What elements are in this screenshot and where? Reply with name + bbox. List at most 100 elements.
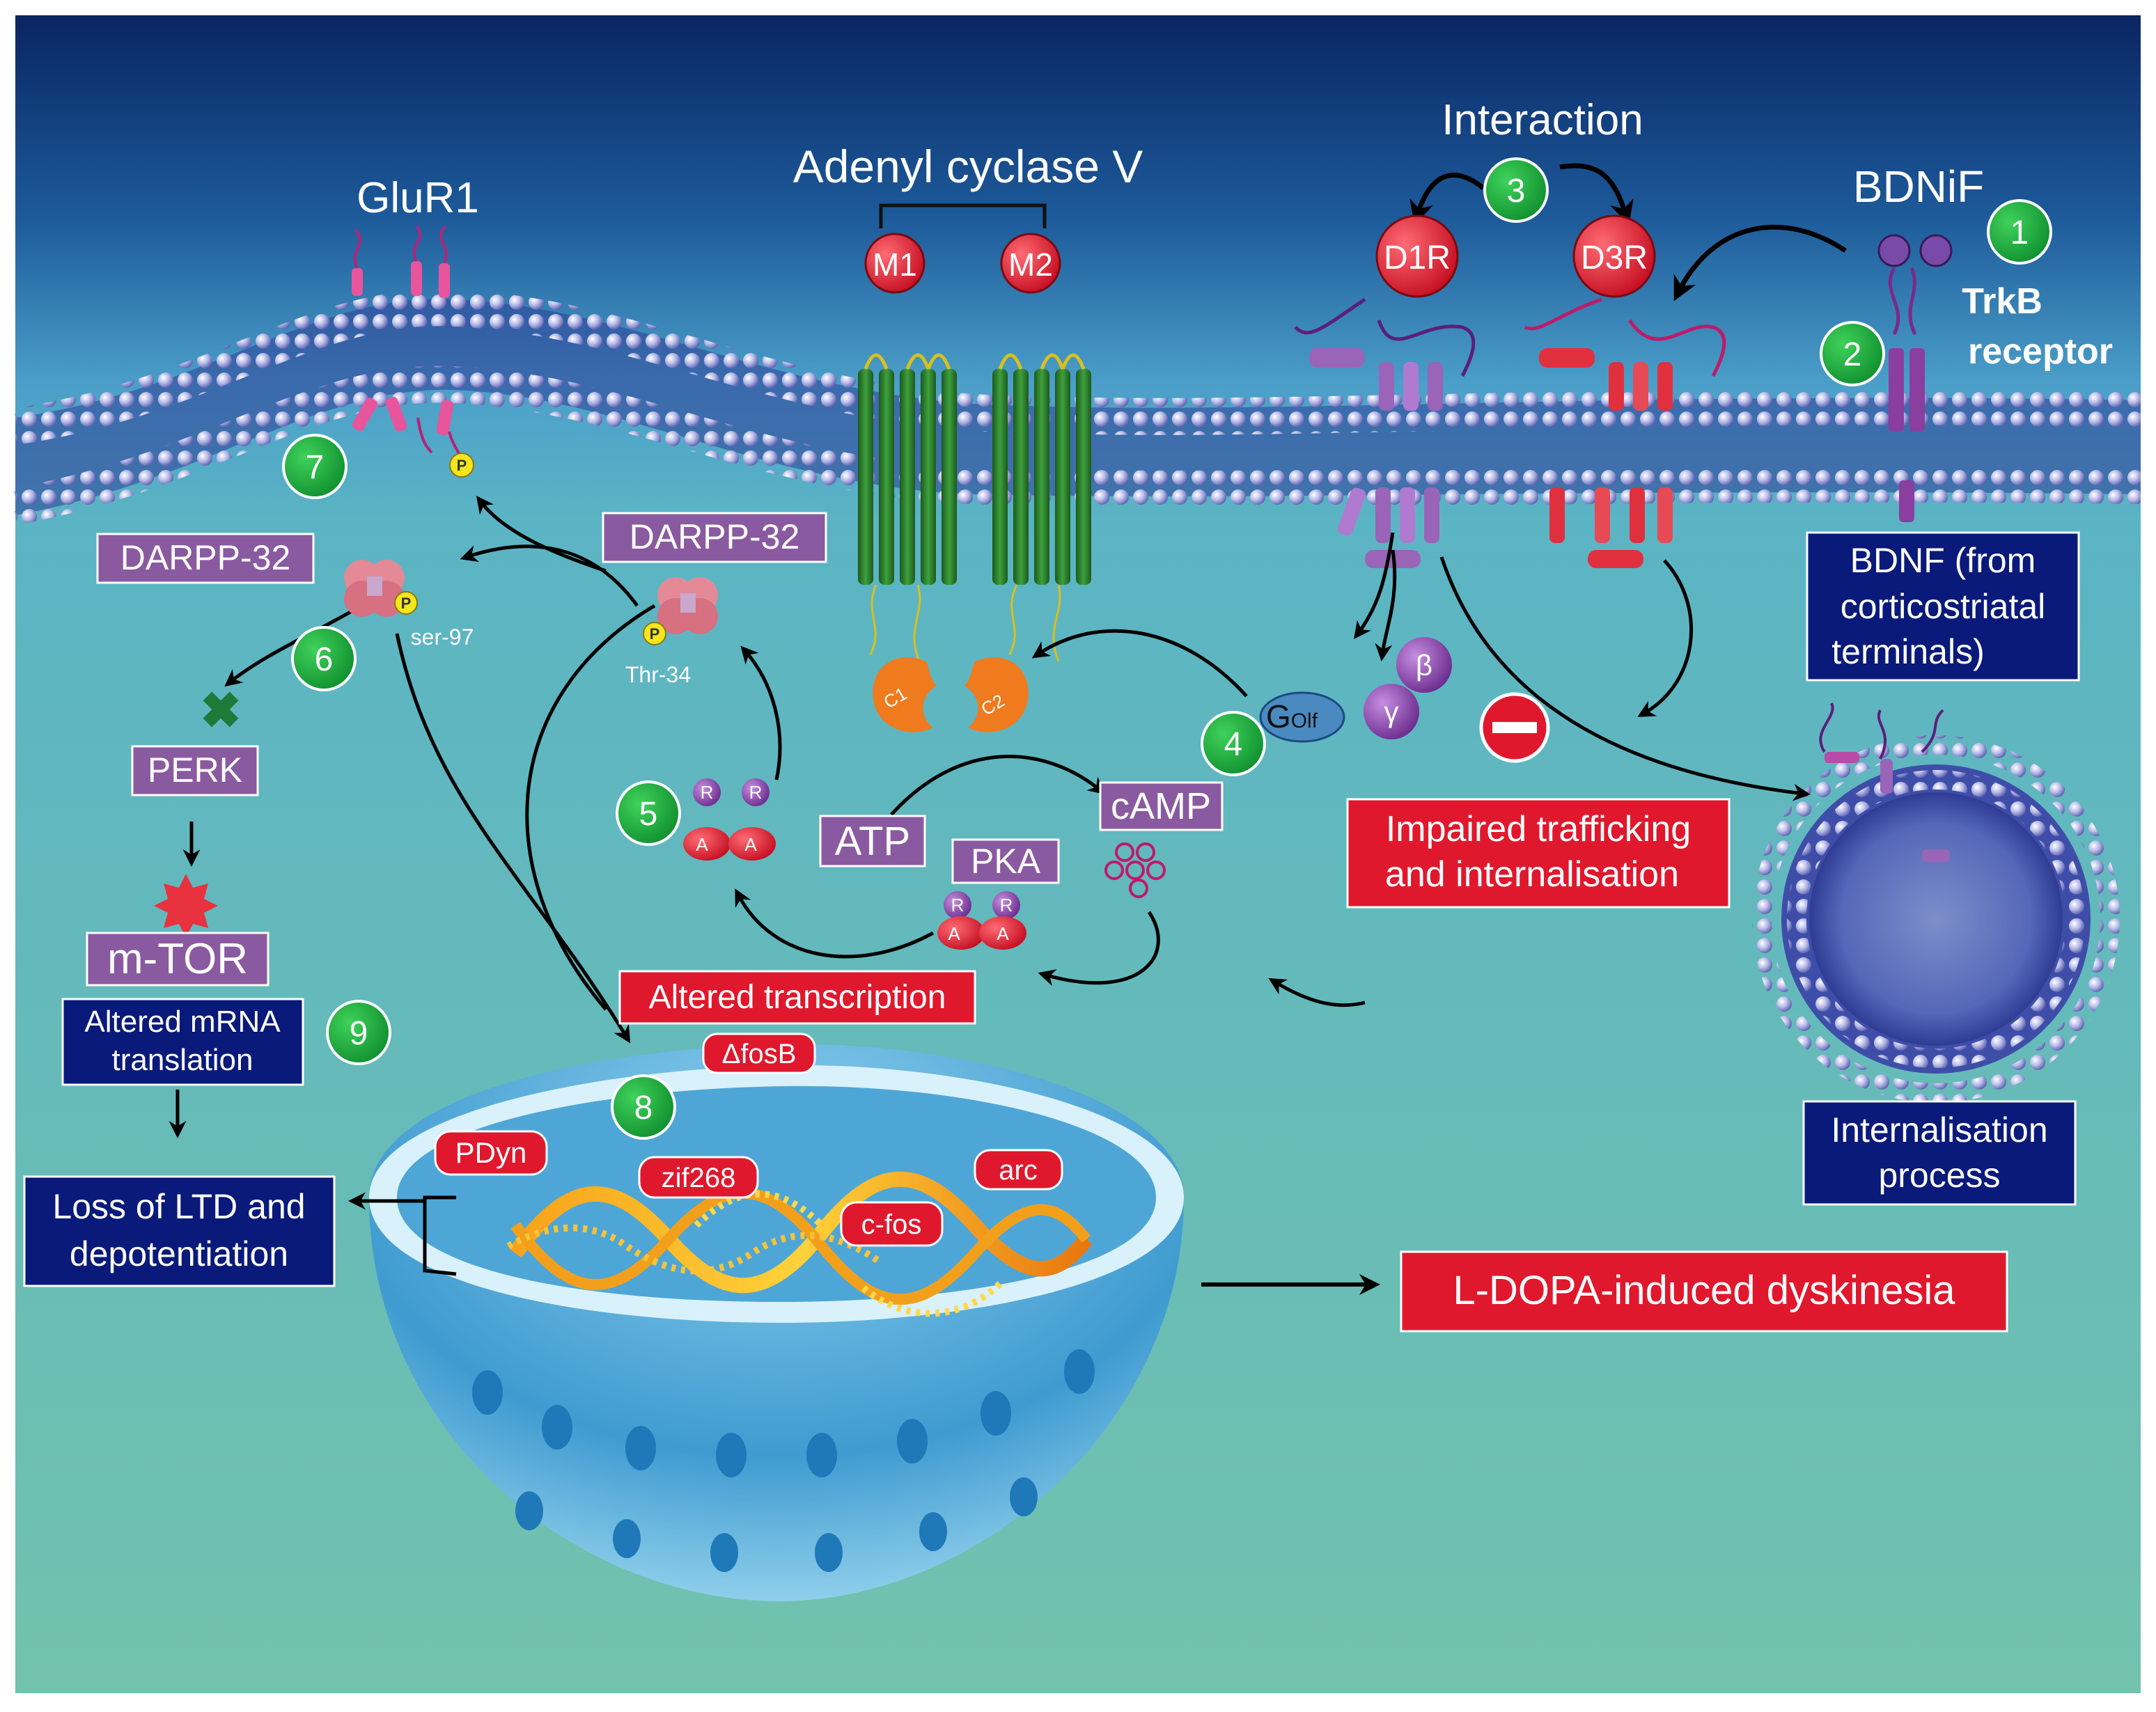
m1-label: M1: [873, 246, 917, 283]
svg-text:PERK: PERK: [148, 751, 242, 790]
svg-text:ΔfosB: ΔfosB: [722, 1039, 797, 1069]
darpp32-complex-left: [344, 560, 405, 617]
darpp32-complex-mid: [657, 577, 718, 634]
svg-text:BDNF (from: BDNF (from: [1850, 541, 2036, 580]
pka-box: PKA: [951, 838, 1060, 884]
bdnif-to-d3r-arrow: [1673, 224, 1847, 301]
pka-active-a1: A: [696, 834, 708, 855]
signal-arrows: [169, 496, 1811, 1295]
step-marker-7: 7: [282, 434, 347, 499]
m2-label: M2: [1008, 246, 1053, 283]
pka-a1: A: [948, 923, 960, 944]
interaction-arrow-right: [1559, 163, 1634, 226]
svg-text:cAMP: cAMP: [1111, 785, 1211, 827]
pka-a2: A: [997, 923, 1009, 944]
svg-text:PKA: PKA: [971, 842, 1041, 881]
svg-text:6: 6: [315, 641, 334, 678]
dna-helix: [506, 1171, 1093, 1317]
zif268-pill: zif268: [638, 1156, 759, 1199]
gamma-subunit: [1364, 684, 1419, 739]
svg-text:4: 4: [1224, 726, 1243, 763]
pka-r1: R: [951, 895, 964, 916]
dfosb-pill: ΔfosB: [702, 1032, 816, 1074]
internalisation-vesicle: [1752, 702, 2120, 1103]
camp-molecules: [1104, 842, 1166, 898]
golf-protein: [1259, 691, 1345, 743]
stop-icon-bar: [1492, 722, 1537, 733]
svg-text:Altered transcription: Altered transcription: [649, 979, 946, 1016]
ser97-label: ser-97: [411, 625, 474, 650]
arc-pill: arc: [974, 1149, 1063, 1191]
d1r-helices: [1294, 297, 1476, 568]
svg-text:translation: translation: [111, 1043, 253, 1077]
golf-label: GOlf: [1266, 698, 1318, 735]
glur1-label: GluR1: [357, 174, 479, 222]
svg-text:3: 3: [1507, 173, 1526, 210]
impaired-trafficking-box: Impaired trafficking and internalisation: [1346, 798, 1731, 909]
svg-text:Loss of LTD and: Loss of LTD and: [52, 1187, 305, 1226]
step-marker-2: 2: [1820, 321, 1885, 386]
m1-node: [864, 233, 925, 294]
d3r-helices: [1524, 297, 1726, 568]
step-marker-4: 4: [1201, 711, 1266, 776]
camp-box: cAMP: [1099, 781, 1224, 831]
svg-text:and internalisation: and internalisation: [1385, 854, 1679, 895]
svg-text:c-fos: c-fos: [861, 1209, 922, 1240]
perk-icon: [203, 691, 239, 728]
trkb-label: TrkB: [1962, 281, 2042, 322]
atp-box: ATP: [819, 815, 926, 867]
svg-text:m-TOR: m-TOR: [107, 935, 248, 983]
d3r-label: D3R: [1581, 239, 1648, 276]
adenyl-cyclase-bracket: [879, 203, 1047, 228]
pka-active-a2: A: [744, 834, 757, 855]
darpp32-mid-box: DARPP-32: [602, 512, 827, 563]
d1r-node: [1375, 214, 1459, 298]
svg-text:Impaired trafficking: Impaired trafficking: [1386, 809, 1691, 849]
svg-text:depotentiation: depotentiation: [70, 1234, 288, 1273]
step-marker-5: 5: [616, 780, 681, 846]
altered-mrna-box: Altered mRNA translation: [61, 998, 304, 1086]
step-marker-9: 9: [326, 1000, 391, 1065]
loss-ltd-box: Loss of LTD and depotentiation: [23, 1175, 336, 1287]
beta-subunit: [1396, 637, 1452, 693]
cell-membrane: [13, 289, 2141, 525]
svg-text:9: 9: [350, 1015, 368, 1052]
svg-text:L-DOPA-induced dyskinesia: L-DOPA-induced dyskinesia: [1453, 1268, 1955, 1313]
pka-r2: R: [1000, 895, 1013, 916]
cfos-pill: c-fos: [840, 1201, 944, 1247]
svg-text:zif268: zif268: [662, 1163, 736, 1193]
step-marker-1: 1: [1987, 199, 2052, 265]
pka-complex-inactive: [937, 891, 1026, 950]
trkb-receptor: [1888, 267, 1925, 522]
c1-c2-domains: [873, 657, 1029, 732]
altered-transcription-box: Altered transcription: [618, 970, 976, 1025]
svg-text:DARPP-32: DARPP-32: [120, 538, 291, 577]
svg-text:2: 2: [1843, 336, 1862, 373]
svg-text:7: 7: [306, 449, 325, 486]
phospho-glur1: [449, 453, 474, 478]
svg-text:PDyn: PDyn: [455, 1136, 527, 1169]
interaction-label: Interaction: [1442, 96, 1643, 144]
svg-text:process: process: [1878, 1156, 2000, 1195]
step-marker-8: 8: [611, 1074, 676, 1140]
adenyl-cyclase-label: Adenyl cyclase V: [793, 141, 1143, 192]
svg-text:5: 5: [639, 796, 658, 833]
mtor-box: m-TOR: [86, 932, 270, 987]
step-marker-3: 3: [1483, 157, 1549, 223]
internalisation-box: Internalisation process: [1802, 1100, 2077, 1206]
svg-text:arc: arc: [999, 1155, 1038, 1186]
m2-node: [1000, 233, 1061, 294]
receptor-label: receptor: [1968, 331, 2113, 372]
svg-text:Internalisation: Internalisation: [1831, 1110, 2047, 1149]
d3r-node: [1572, 214, 1656, 298]
interaction-arrow-left: [1409, 173, 1485, 226]
pdyn-pill: PDyn: [434, 1130, 548, 1176]
phospho-thr34: [643, 622, 666, 645]
svg-text:ATP: ATP: [835, 819, 911, 864]
phospho-glur1-label: P: [457, 457, 467, 474]
d1r-label: D1R: [1384, 239, 1451, 276]
svg-text:Altered mRNA: Altered mRNA: [84, 1005, 281, 1039]
pka-active-r2: R: [749, 782, 763, 803]
ldopa-dyskinesia-box: L-DOPA-induced dyskinesia: [1400, 1250, 2008, 1333]
